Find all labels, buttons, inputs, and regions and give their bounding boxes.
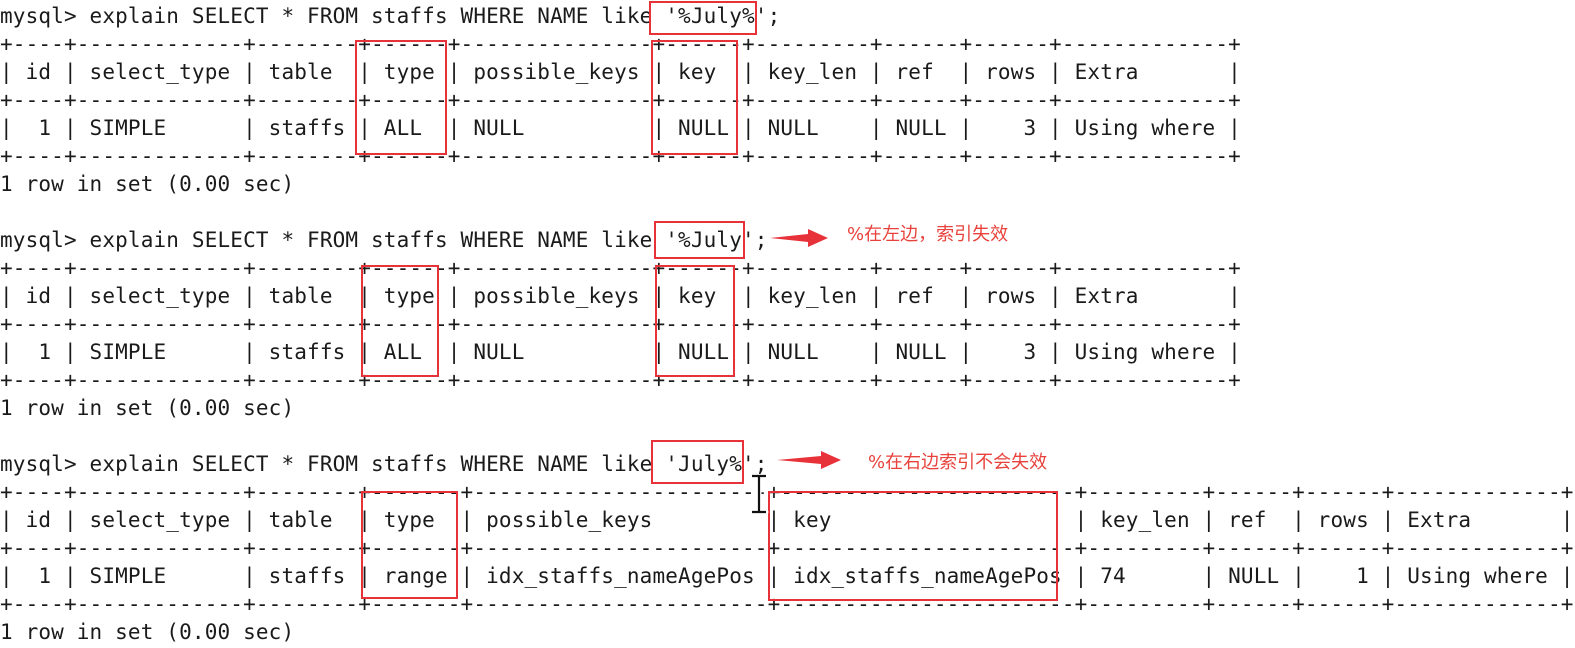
table-border-top: +----+-------------+--------+------+----…: [0, 256, 1241, 280]
table-border-bottom: +----+-------------+--------+-------+---…: [0, 592, 1574, 616]
table-border-mid: +----+-------------+--------+------+----…: [0, 312, 1241, 336]
table-border-top: +----+-------------+--------+------+----…: [0, 32, 1241, 56]
table-border-bottom: +----+-------------+--------+------+----…: [0, 368, 1241, 392]
table-header-row: | id | select_type | table | type | poss…: [0, 284, 1241, 308]
table-border-top: +----+-------------+--------+-------+---…: [0, 480, 1574, 504]
text-cursor-icon: [749, 474, 769, 514]
table-row: | 1 | SIMPLE | staffs | range | idx_staf…: [0, 564, 1574, 588]
table-row: | 1 | SIMPLE | staffs | ALL | NULL | NUL…: [0, 116, 1241, 140]
annotation-note-left-wildcard: %在左边，索引失效: [847, 224, 1009, 245]
table-border-mid: +----+-------------+--------+------+----…: [0, 88, 1241, 112]
table-border-bottom: +----+-------------+--------+------+----…: [0, 144, 1241, 168]
table-row: | 1 | SIMPLE | staffs | ALL | NULL | NUL…: [0, 340, 1241, 364]
arrow-right-icon: [777, 451, 841, 469]
sql-command: mysql> explain SELECT * FROM staffs WHER…: [0, 4, 781, 28]
table-header-row: | id | select_type | table | type | poss…: [0, 508, 1574, 532]
sql-command: mysql> explain SELECT * FROM staffs WHER…: [0, 228, 768, 252]
table-header-row: | id | select_type | table | type | poss…: [0, 60, 1241, 84]
table-border-mid: +----+-------------+--------+-------+---…: [0, 536, 1574, 560]
sql-command: mysql> explain SELECT * FROM staffs WHER…: [0, 452, 768, 476]
result-summary: 1 row in set (0.00 sec): [0, 172, 295, 196]
arrow-right-icon: [770, 229, 828, 247]
result-summary: 1 row in set (0.00 sec): [0, 396, 295, 420]
annotation-note-right-wildcard: %在右边索引不会失效: [868, 452, 1048, 473]
result-summary: 1 row in set (0.00 sec): [0, 620, 295, 644]
